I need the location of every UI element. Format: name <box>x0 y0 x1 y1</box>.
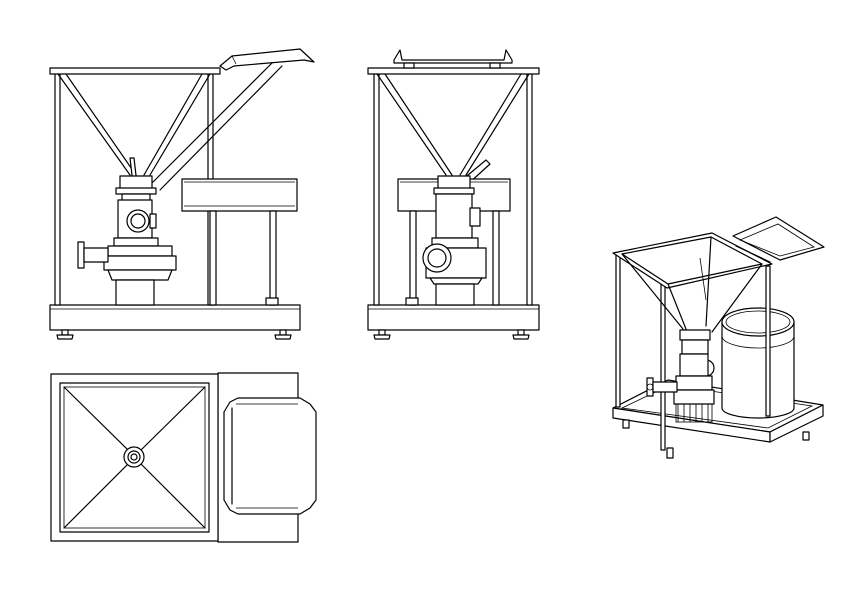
hopper-top-rim <box>49 67 221 75</box>
hopper-top-rim <box>367 67 540 75</box>
front-elevation-view <box>49 48 315 340</box>
outlet-pipe <box>77 241 109 269</box>
iso-feet <box>622 419 810 459</box>
colloid-mill-body <box>103 175 177 306</box>
side-elevation-view <box>367 49 540 340</box>
iso-hopper <box>612 232 773 335</box>
iso-outlet-pipe <box>646 377 678 397</box>
feed-tray <box>393 49 513 69</box>
colloid-mill-body <box>422 175 487 306</box>
plan-view <box>50 372 317 543</box>
iso-motor-drum <box>721 307 795 419</box>
motor-top <box>223 397 317 515</box>
hopper-funnel <box>57 73 211 176</box>
hopper-plan <box>50 373 219 542</box>
leveling-feet <box>373 329 530 340</box>
feed-chute <box>149 48 315 191</box>
isometric-view <box>612 216 825 459</box>
hopper-funnel <box>376 73 530 176</box>
iso-feed-tray <box>732 216 825 263</box>
leveling-feet <box>56 329 292 340</box>
motor-table <box>181 178 298 306</box>
iso-colloid-mill <box>673 329 715 423</box>
